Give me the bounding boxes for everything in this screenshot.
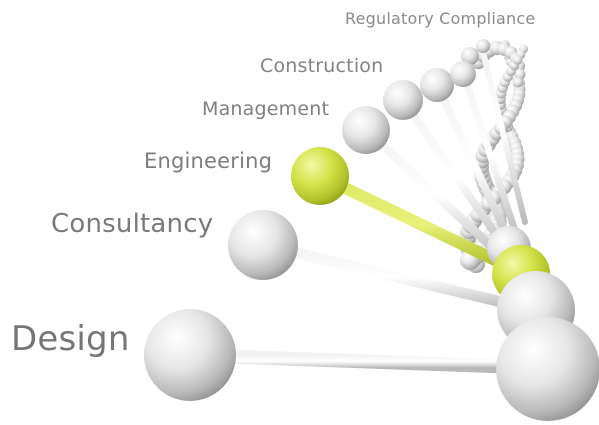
sphere-regulatory [476,39,490,53]
sphere-management-2 [383,80,423,120]
helix-bead [512,76,524,88]
label-management: Management [202,98,330,120]
rod-construction-2 [459,68,522,244]
helix-spheres [144,39,599,421]
sphere-construction-2 [450,61,476,87]
rod-design [183,348,552,375]
sphere-design [144,309,236,401]
helix-bead [512,55,523,65]
rod-engineering [314,170,526,278]
rod-construction [433,81,518,254]
rod-management-2 [399,96,514,259]
sphere-regulatory-2 [461,47,479,65]
sphere-construction [420,68,454,102]
label-design: Design [11,319,130,359]
rod-consultancy [257,239,541,316]
label-consultancy: Consultancy [51,209,214,239]
label-engineering: Engineering [144,149,273,173]
label-construction: Construction [260,55,384,77]
rod-management [361,125,513,267]
sphere-design-end [496,317,599,421]
sphere-consultancy [228,210,298,280]
sphere-management [342,106,390,154]
label-regulatory-compliance: Regulatory Compliance [345,9,536,28]
rod-regulatory [478,41,528,225]
helix-rods [183,41,552,375]
sphere-engineering [291,147,349,205]
